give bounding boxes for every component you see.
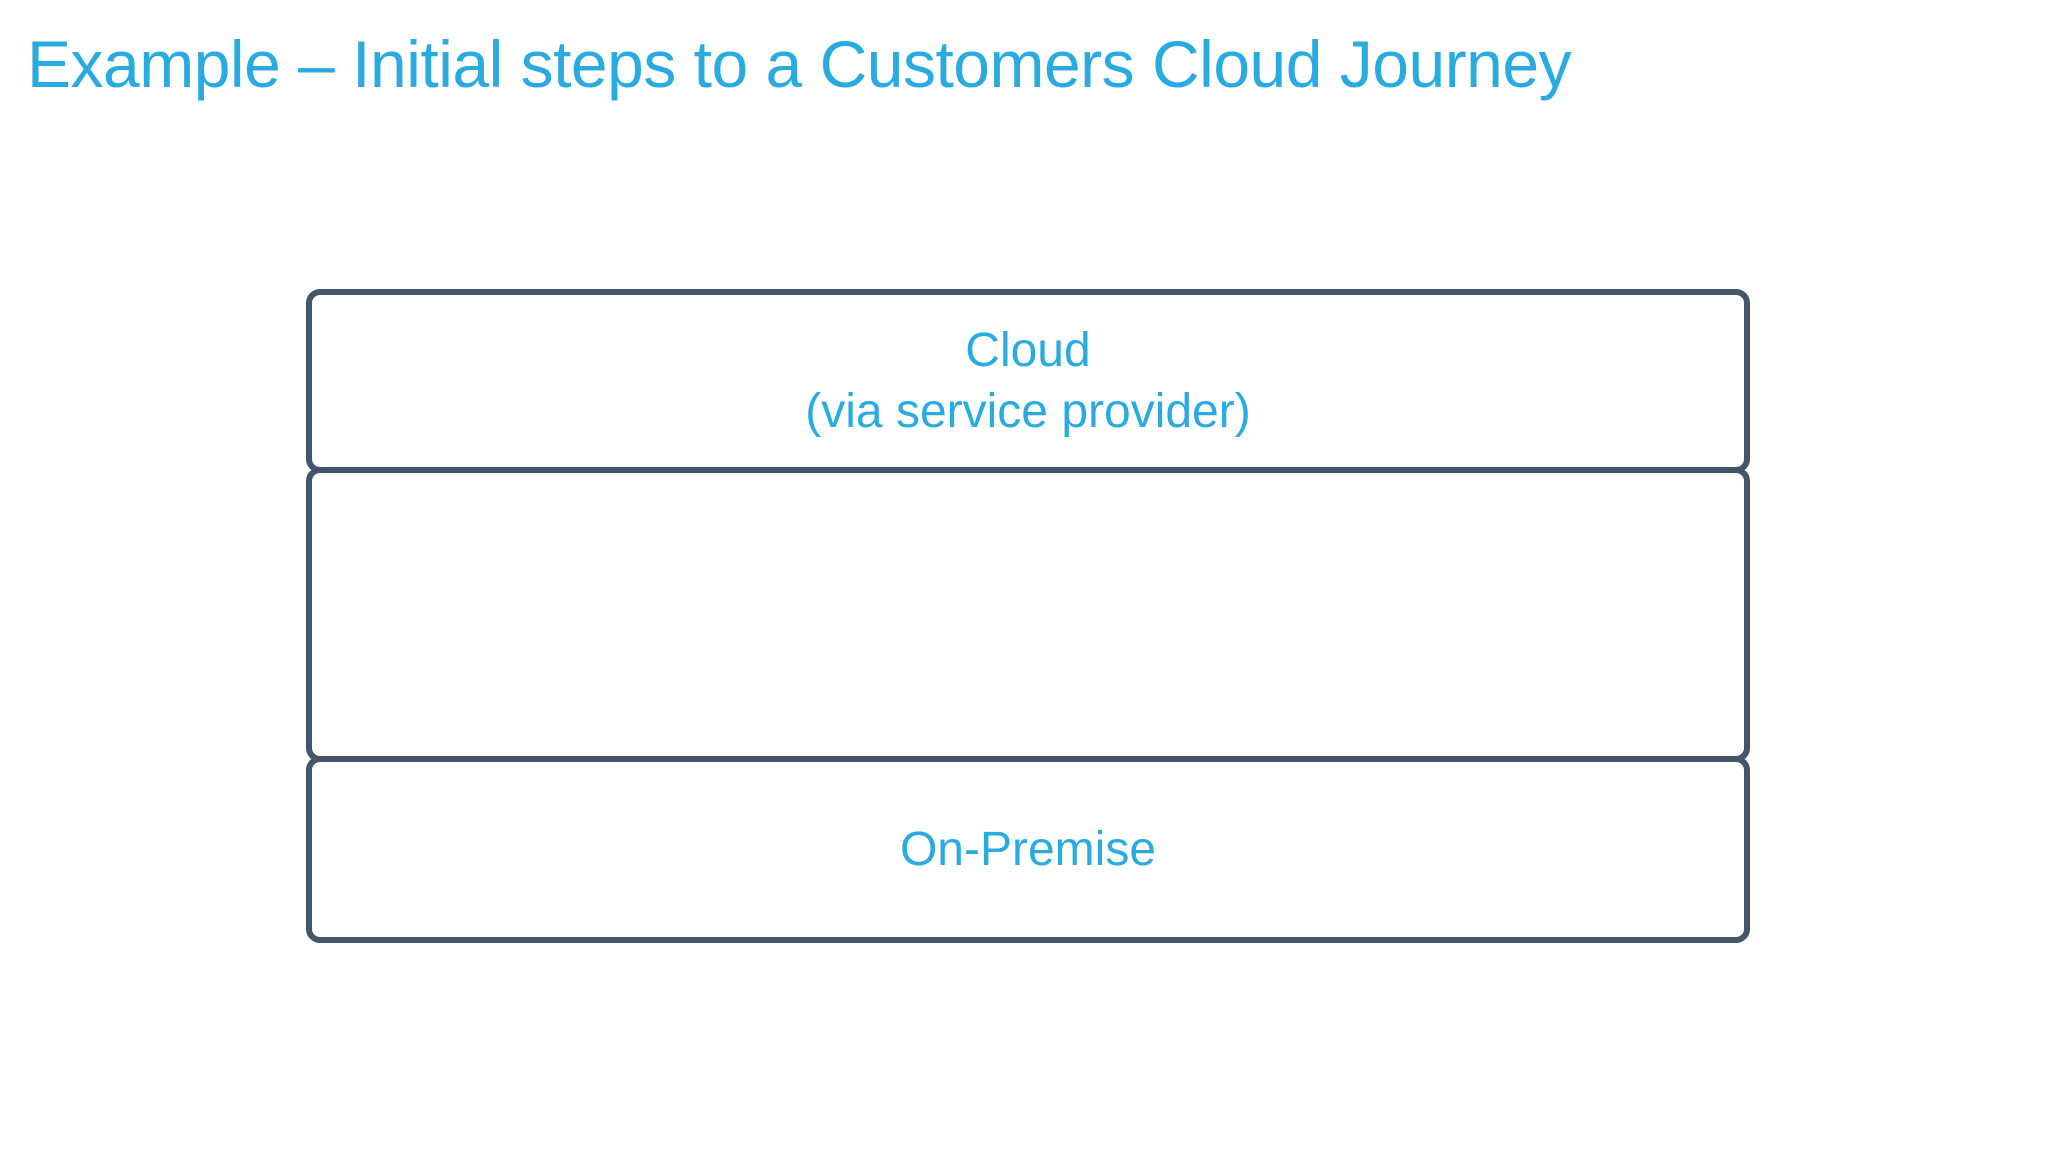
slide-title: Example – Initial steps to a Customers C… [27,27,1572,101]
on-premise-label: On-Premise [899,822,1157,876]
diagram-layer-on-premise: On-Premise [306,756,1750,943]
cloud-label-line1: Cloud [965,323,1091,377]
diagram-layer-cloud: Cloud (via service provider) [306,289,1750,473]
cloud-label-line2: (via service provider) [805,385,1251,438]
diagram-layer-middle-empty [306,467,1750,762]
cloud-journey-diagram: Cloud (via service provider) On-Premise [306,289,1750,943]
